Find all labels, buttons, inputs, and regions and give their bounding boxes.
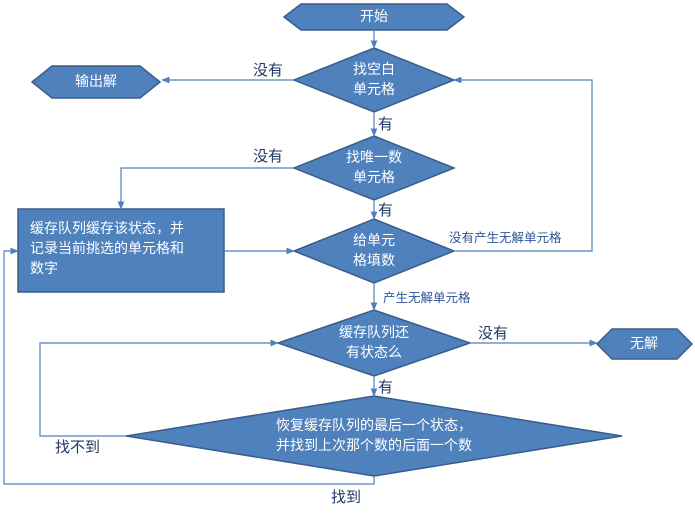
start-node-shape <box>282 3 466 31</box>
no-solution-label: 无解 <box>630 336 658 352</box>
edge-label-none-1: 没有 <box>253 61 284 79</box>
edge-label-no-unsolvable: 没有产生无解单元格 <box>449 230 562 245</box>
edge-restore-not-found <box>39 339 279 437</box>
cache-state-line-3: 数字 <box>30 261 58 277</box>
edge-fill-loop-back <box>453 76 593 252</box>
output-label: 输出解 <box>75 74 117 90</box>
fill-cell-label: 给单元 格填数 <box>324 231 424 271</box>
fill-cell-line-1: 给单元 <box>353 233 395 249</box>
find-unique-line-2: 单元格 <box>353 170 395 186</box>
cache-check-line-1: 缓存队列还 <box>339 325 409 341</box>
fill-cell-line-2: 格填数 <box>353 253 395 269</box>
edge-label-none-2: 没有 <box>253 147 284 165</box>
cache-check-label: 缓存队列还 有状态么 <box>314 323 434 363</box>
find-empty-line-1: 找空白 <box>353 62 395 78</box>
restore-state-label: 恢复缓存队列的最后一个状态， 并找到上次那个数的后面一个数 <box>244 416 504 456</box>
cache-state-line-2: 记录当前挑选的单元格和 <box>30 241 184 257</box>
edge-label-yes-1: 有 <box>378 115 394 133</box>
restore-line-1: 恢复缓存队列的最后一个状态， <box>276 418 472 434</box>
edge-label-found: 找到 <box>331 488 362 506</box>
output-solution-shape <box>30 65 162 99</box>
edge-label-not-found: 找不到 <box>55 438 101 456</box>
edge-label-none-3: 没有 <box>478 324 509 342</box>
cache-state-line-1: 缓存队列缓存该状态，并 <box>30 221 184 237</box>
restore-line-2: 并找到上次那个数的后面一个数 <box>276 438 472 454</box>
cache-state-label: 缓存队列缓存该状态，并 记录当前挑选的单元格和 数字 <box>22 219 220 279</box>
find-empty-line-2: 单元格 <box>353 82 395 98</box>
start-label: 开始 <box>360 9 388 25</box>
edge-label-yes-2: 有 <box>378 201 394 219</box>
edge-restore-found <box>3 247 375 485</box>
find-unique-line-1: 找唯一数 <box>346 150 402 166</box>
edge-label-yes-3: 有 <box>378 378 394 396</box>
cache-check-line-2: 有状态么 <box>346 345 402 361</box>
find-empty-label: 找空白 单元格 <box>324 60 424 100</box>
edge-label-unsolvable: 产生无解单元格 <box>383 290 471 305</box>
find-unique-label: 找唯一数 单元格 <box>324 148 424 188</box>
edge-find-unique-to-cache <box>117 167 294 210</box>
